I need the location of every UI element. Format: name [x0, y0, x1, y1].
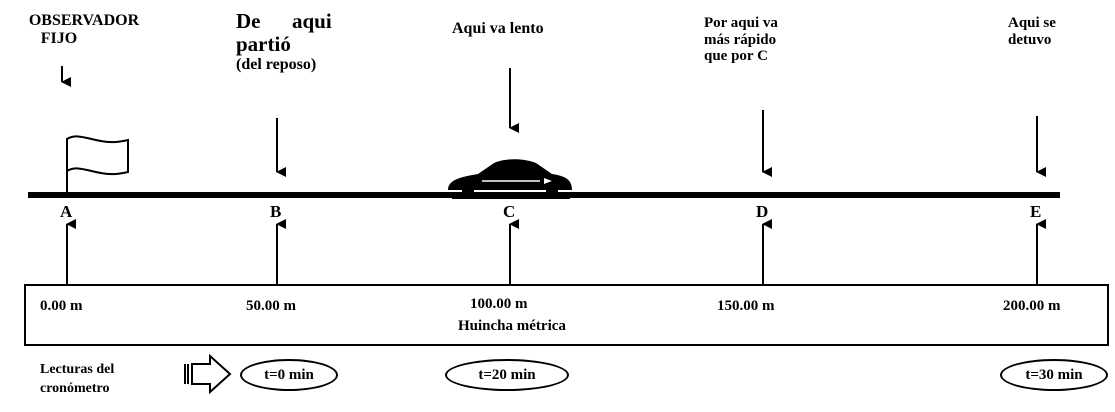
point-a: A — [60, 202, 73, 221]
stop-label-line2: detuvo — [1008, 31, 1052, 48]
start-label-line1: De aqui — [236, 9, 332, 33]
time-oval-20: t=20 min — [445, 359, 569, 391]
start-label: De aqui partió (del reposo) — [236, 9, 332, 74]
observer-label-line1: OBSERVADOR — [28, 12, 140, 29]
readings-label-line1: Lecturas del — [40, 362, 115, 377]
time-reading-20: t=20 min — [478, 366, 536, 383]
measuring-tape — [24, 284, 1109, 346]
tape-mark-200: 200.00 m — [1003, 298, 1061, 314]
slow-label: Aqui va lento — [452, 20, 544, 37]
observer-label-line2: FIJO — [40, 29, 78, 47]
tape-title: Huincha métrica — [458, 318, 566, 334]
point-e: E — [1030, 202, 1042, 221]
right-arrow-icon — [184, 353, 232, 395]
observer-label: OBSERVADOR FIJO — [10, 12, 158, 47]
tape-mark-0: 0.00 m — [40, 298, 83, 314]
point-b: B — [270, 202, 282, 221]
stop-label: Aqui se detuvo — [1008, 15, 1056, 48]
fast-label-line1: Por aqui va — [704, 15, 778, 31]
fast-label-line2: más rápido — [704, 31, 777, 48]
readings-label: Lecturas del cronómetro — [40, 361, 114, 399]
tape-mark-100: 100.00 m — [470, 296, 528, 312]
time-oval-0: t=0 min — [240, 359, 338, 391]
car-icon — [448, 159, 572, 199]
fast-label-line3: que por C — [704, 48, 768, 64]
point-d: D — [756, 202, 769, 221]
time-reading-0: t=0 min — [264, 366, 314, 383]
time-reading-30: t=30 min — [1025, 366, 1083, 383]
tape-mark-50: 50.00 m — [246, 298, 296, 314]
readings-label-line2: cronómetro — [40, 380, 110, 396]
time-oval-30: t=30 min — [1000, 359, 1108, 391]
start-label-line3: (del reposo) — [236, 56, 317, 74]
point-c: C — [503, 202, 516, 221]
start-label-line2: partió — [236, 32, 291, 57]
tape-mark-150: 150.00 m — [717, 298, 775, 314]
fast-label: Por aqui va más rápido que por C — [704, 15, 778, 65]
flag-icon — [66, 135, 129, 195]
stop-label-line1: Aqui se — [1008, 15, 1056, 31]
